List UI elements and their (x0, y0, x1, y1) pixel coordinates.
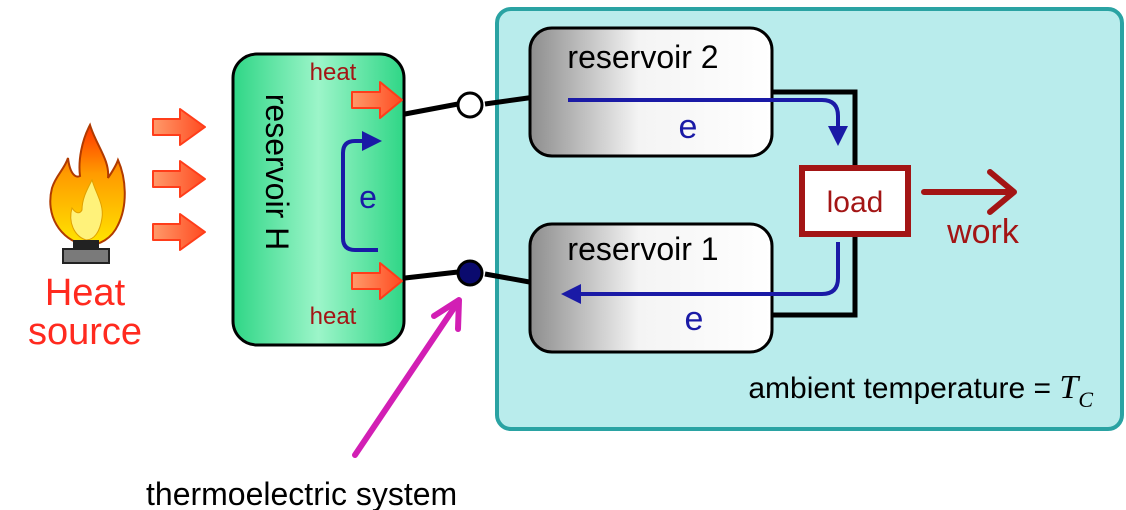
reservoir-1-label: reservoir 1 (567, 231, 718, 267)
thermoelectric-system-label: thermoelectric system (146, 476, 457, 510)
reservoir-1: reservoir 1 e (528, 222, 840, 354)
circuit-wires (404, 89, 858, 318)
electron-flow-arrow-icon (568, 98, 848, 146)
heat-source-line1: Heat (45, 272, 126, 314)
work-label: work (946, 213, 1020, 251)
load: load (799, 165, 911, 237)
load-label: load (827, 186, 884, 219)
electron-flow-arrow-icon (341, 131, 382, 252)
heat-label-top: heat (310, 59, 357, 86)
terminal-closed (456, 259, 484, 287)
ambient-text: ambient temperature = (748, 372, 1059, 405)
reservoir-h: reservoir H e heat heat (231, 52, 406, 347)
reservoir-1-box (528, 222, 774, 354)
work-output: work (921, 169, 1020, 251)
pointer-arrow-icon (352, 297, 462, 458)
reservoir-h-label: reservoir H (259, 94, 295, 250)
flame-core (70, 178, 103, 241)
heat-arrow-icon (351, 81, 403, 300)
heat-arrow-icon (152, 108, 206, 251)
work-arrow-icon (921, 169, 1017, 215)
flame-icon (49, 122, 126, 247)
reservoir-2: reservoir 2 e (528, 26, 848, 158)
load-box (799, 165, 911, 237)
heat-source-line2: source (28, 311, 142, 353)
terminal-open (456, 91, 484, 119)
burner-stand (73, 240, 99, 250)
reservoir-2-label: reservoir 2 (567, 39, 718, 75)
burner-base (62, 248, 110, 264)
heat-label-bottom: heat (310, 303, 357, 330)
ambient-subscript: C (1078, 387, 1093, 412)
reservoir-h-electron: e (359, 179, 377, 215)
ambient-symbol: T (1059, 369, 1080, 406)
heat-source: Heat source (28, 122, 142, 353)
reservoir-1-electron: e (685, 300, 704, 338)
electron-flow-arrow-icon (561, 242, 840, 304)
reservoir-2-electron: e (679, 108, 698, 146)
ambient-temperature-label: ambient temperature = TC (748, 369, 1093, 412)
reservoir-2-box (528, 26, 774, 158)
